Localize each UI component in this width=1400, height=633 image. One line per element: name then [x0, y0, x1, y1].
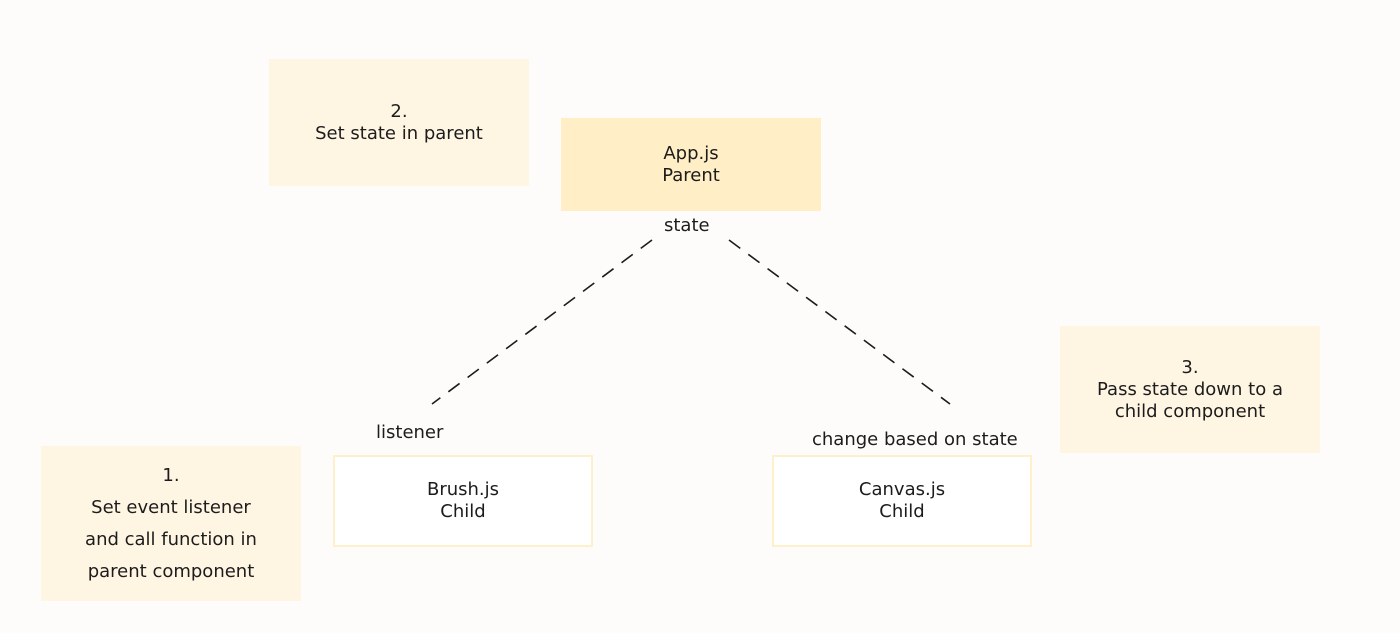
canvas-child-name: Canvas.js: [858, 479, 946, 500]
step-3-text-line-2: child component: [1114, 400, 1266, 422]
step-2-number: 2.: [390, 100, 408, 122]
state-to-brush-connector: [431, 239, 653, 405]
step-1-text-line-1: Set event listener: [91, 496, 251, 518]
state-to-canvas-connector: [728, 239, 951, 405]
step-1-note: 1. Set event listener and call function …: [41, 446, 301, 601]
brush-child-role: Child: [440, 501, 486, 522]
brush-child-name: Brush.js: [426, 479, 500, 500]
canvas-child-box: Canvas.js Child: [772, 455, 1032, 547]
state-label: state: [664, 215, 710, 236]
step-2-note: 2. Set state in parent: [269, 59, 529, 186]
brush-child-box: Brush.js Child: [333, 455, 593, 547]
parent-component-name: App.js: [663, 142, 719, 164]
step-1-text-line-3: parent component: [87, 560, 255, 582]
canvas-child-role: Child: [879, 501, 925, 522]
parent-component-role: Parent: [662, 164, 720, 186]
step-1-number: 1.: [162, 464, 180, 486]
step-3-note: 3. Pass state down to a child component: [1060, 326, 1320, 453]
step-2-text: Set state in parent: [315, 122, 483, 144]
parent-component-box: App.js Parent: [561, 118, 821, 211]
step-3-number: 3.: [1181, 356, 1199, 378]
step-3-text-line-1: Pass state down to a: [1097, 378, 1283, 400]
change-based-on-state-label: change based on state: [812, 429, 1018, 450]
step-1-text-line-2: and call function in: [85, 528, 257, 550]
listener-label: listener: [376, 422, 444, 443]
